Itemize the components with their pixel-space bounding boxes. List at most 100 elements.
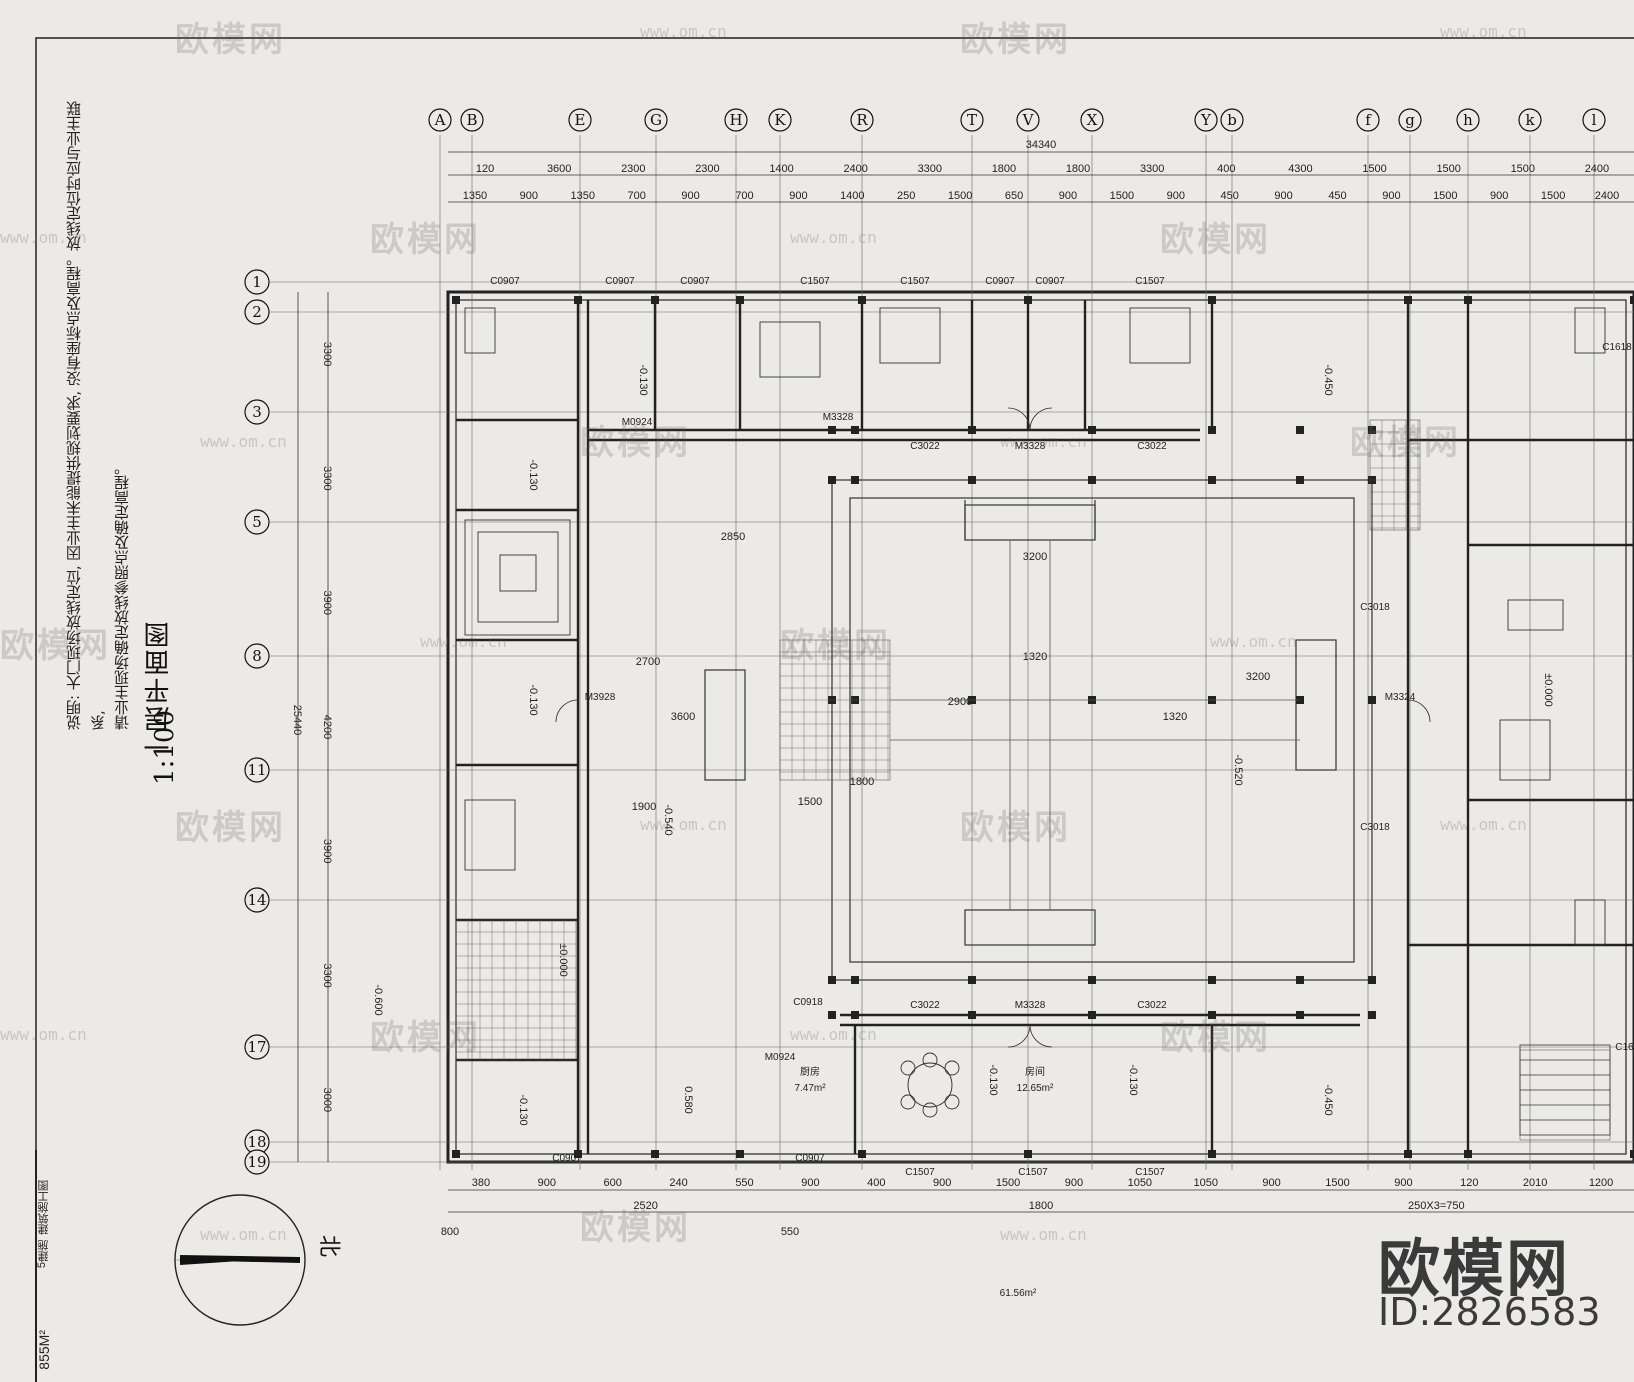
watermark-tile: 欧模网 <box>780 626 891 666</box>
hatch-pattern <box>456 420 1420 1060</box>
dim-bottom-row1: 2010 <box>1523 1177 1547 1189</box>
watermark-url: www.om.cn <box>0 228 87 247</box>
watermark-url: www.om.cn <box>790 228 877 247</box>
window-tag: C3022 <box>1137 441 1167 452</box>
dim-top-row3: 2400 <box>1595 190 1619 202</box>
grid-label-top: H <box>729 111 742 129</box>
misc-dimension: 3600 <box>671 711 695 723</box>
column <box>828 976 836 984</box>
grid-label-left: 19 <box>247 1153 266 1171</box>
grid-bubble-top-V: V <box>1016 108 1040 132</box>
misc-dimension: 1320 <box>1163 711 1187 723</box>
column <box>1630 296 1634 304</box>
grid-bubble-top-R: R <box>850 108 874 132</box>
dim-top-row3: 1400 <box>840 190 864 202</box>
dim-bottom-row2: 1800 <box>1029 1200 1053 1212</box>
dim-left: 25440 <box>291 705 303 736</box>
column <box>736 296 744 304</box>
elevation-mark: -0.450 <box>1322 364 1334 395</box>
column <box>1296 426 1304 434</box>
column <box>1296 476 1304 484</box>
misc-dimension: 3200 <box>1246 671 1270 683</box>
dim-top-row3: 450 <box>1328 190 1346 202</box>
dim-bottom-row1: 900 <box>1394 1177 1412 1189</box>
dim-bottom-misc: 550 <box>781 1226 799 1238</box>
column <box>1208 426 1216 434</box>
window-tag: C1507 <box>900 276 930 287</box>
window-tag: C1507 <box>1018 1167 1048 1178</box>
stamp-area: 855M² <box>36 1330 52 1370</box>
grid-label-top: Y <box>1200 111 1212 129</box>
window-tag: C1507 <box>800 276 830 287</box>
grid-bubble-left-8: 8 <box>244 643 270 669</box>
grid-bubble-top-T: T <box>960 108 984 132</box>
grid-label-top: l <box>1592 111 1597 129</box>
column <box>1368 976 1376 984</box>
dim-left: 3900 <box>321 590 333 614</box>
dim-top-row2: 1500 <box>1511 163 1535 175</box>
column <box>1296 1011 1304 1019</box>
column <box>1024 296 1032 304</box>
dim-bottom-row1: 1500 <box>996 1177 1020 1189</box>
dim-left: 3000 <box>321 1088 333 1112</box>
misc-dimension: 1320 <box>1023 651 1047 663</box>
grid-bubble-top-E: E <box>568 108 592 132</box>
watermark-url: www.om.cn <box>200 1225 287 1244</box>
watermark-tile: 欧模网 <box>960 808 1071 848</box>
column <box>828 426 836 434</box>
column <box>736 1150 744 1158</box>
courtyard-corridor <box>704 479 1373 981</box>
dim-bottom-row1: 1050 <box>1128 1177 1152 1189</box>
column <box>968 426 976 434</box>
column <box>1208 476 1216 484</box>
dim-bottom-row1: 1050 <box>1193 1177 1217 1189</box>
watermark-url: www.om.cn <box>1440 22 1527 41</box>
window-tag: C0907 <box>605 276 635 287</box>
misc-dimension: 1900 <box>632 801 656 813</box>
column <box>1630 1150 1634 1158</box>
watermark-tile: 欧模网 <box>175 808 286 848</box>
column <box>1464 1150 1472 1158</box>
dim-bottom-row1: 900 <box>538 1177 556 1189</box>
grid-label-top: g <box>1405 111 1415 129</box>
dim-bottom-row1: 240 <box>669 1177 687 1189</box>
column <box>452 1150 460 1158</box>
column <box>858 1150 866 1158</box>
grid-label-left: 18 <box>247 1133 266 1151</box>
column <box>858 296 866 304</box>
grid-bubble-top-f: f <box>1356 108 1380 132</box>
door-tag: M3928 <box>585 692 616 703</box>
grid-bubble-top-A: A <box>428 108 452 132</box>
dim-bottom-row1: 550 <box>735 1177 753 1189</box>
column <box>1088 976 1096 984</box>
watermark-tile: 欧模网 <box>1160 1018 1271 1058</box>
stamp-drawing-type: 建筑施工图 <box>38 1180 50 1235</box>
door-tag: M0924 <box>765 1052 796 1063</box>
window-tag: C3018 <box>1360 822 1390 833</box>
grid-bubble-left-19: 19 <box>244 1149 270 1175</box>
dim-top-row3: 650 <box>1005 190 1023 202</box>
column <box>1088 426 1096 434</box>
watermark-url: www.om.cn <box>1440 815 1527 834</box>
grid-bubble-top-B: B <box>460 108 484 132</box>
grid-bubble-top-K: K <box>768 108 792 132</box>
grid-lines-horizontal <box>270 281 1634 1163</box>
misc-dimension: 1500 <box>798 796 822 808</box>
grid-bubble-top-X: X <box>1080 108 1104 132</box>
grid-label-left: 5 <box>252 513 262 531</box>
column <box>651 296 659 304</box>
elevation-mark: -0.520 <box>1232 754 1244 785</box>
misc-dimension: 2700 <box>636 656 660 668</box>
column <box>1296 976 1304 984</box>
watermark-url: www.om.cn <box>640 815 727 834</box>
room-name: 房间 <box>1025 1065 1045 1078</box>
watermark-tile: 欧模网 <box>370 1018 481 1058</box>
dim-bottom-misc: 800 <box>441 1226 459 1238</box>
door-tag: M0924 <box>622 417 653 428</box>
elevation-mark: -0.130 <box>637 364 649 395</box>
dim-top-row3: 900 <box>789 190 807 202</box>
column <box>968 476 976 484</box>
window-tag: C1618 <box>1602 342 1632 353</box>
watermark-tile: 欧模网 <box>0 626 111 666</box>
